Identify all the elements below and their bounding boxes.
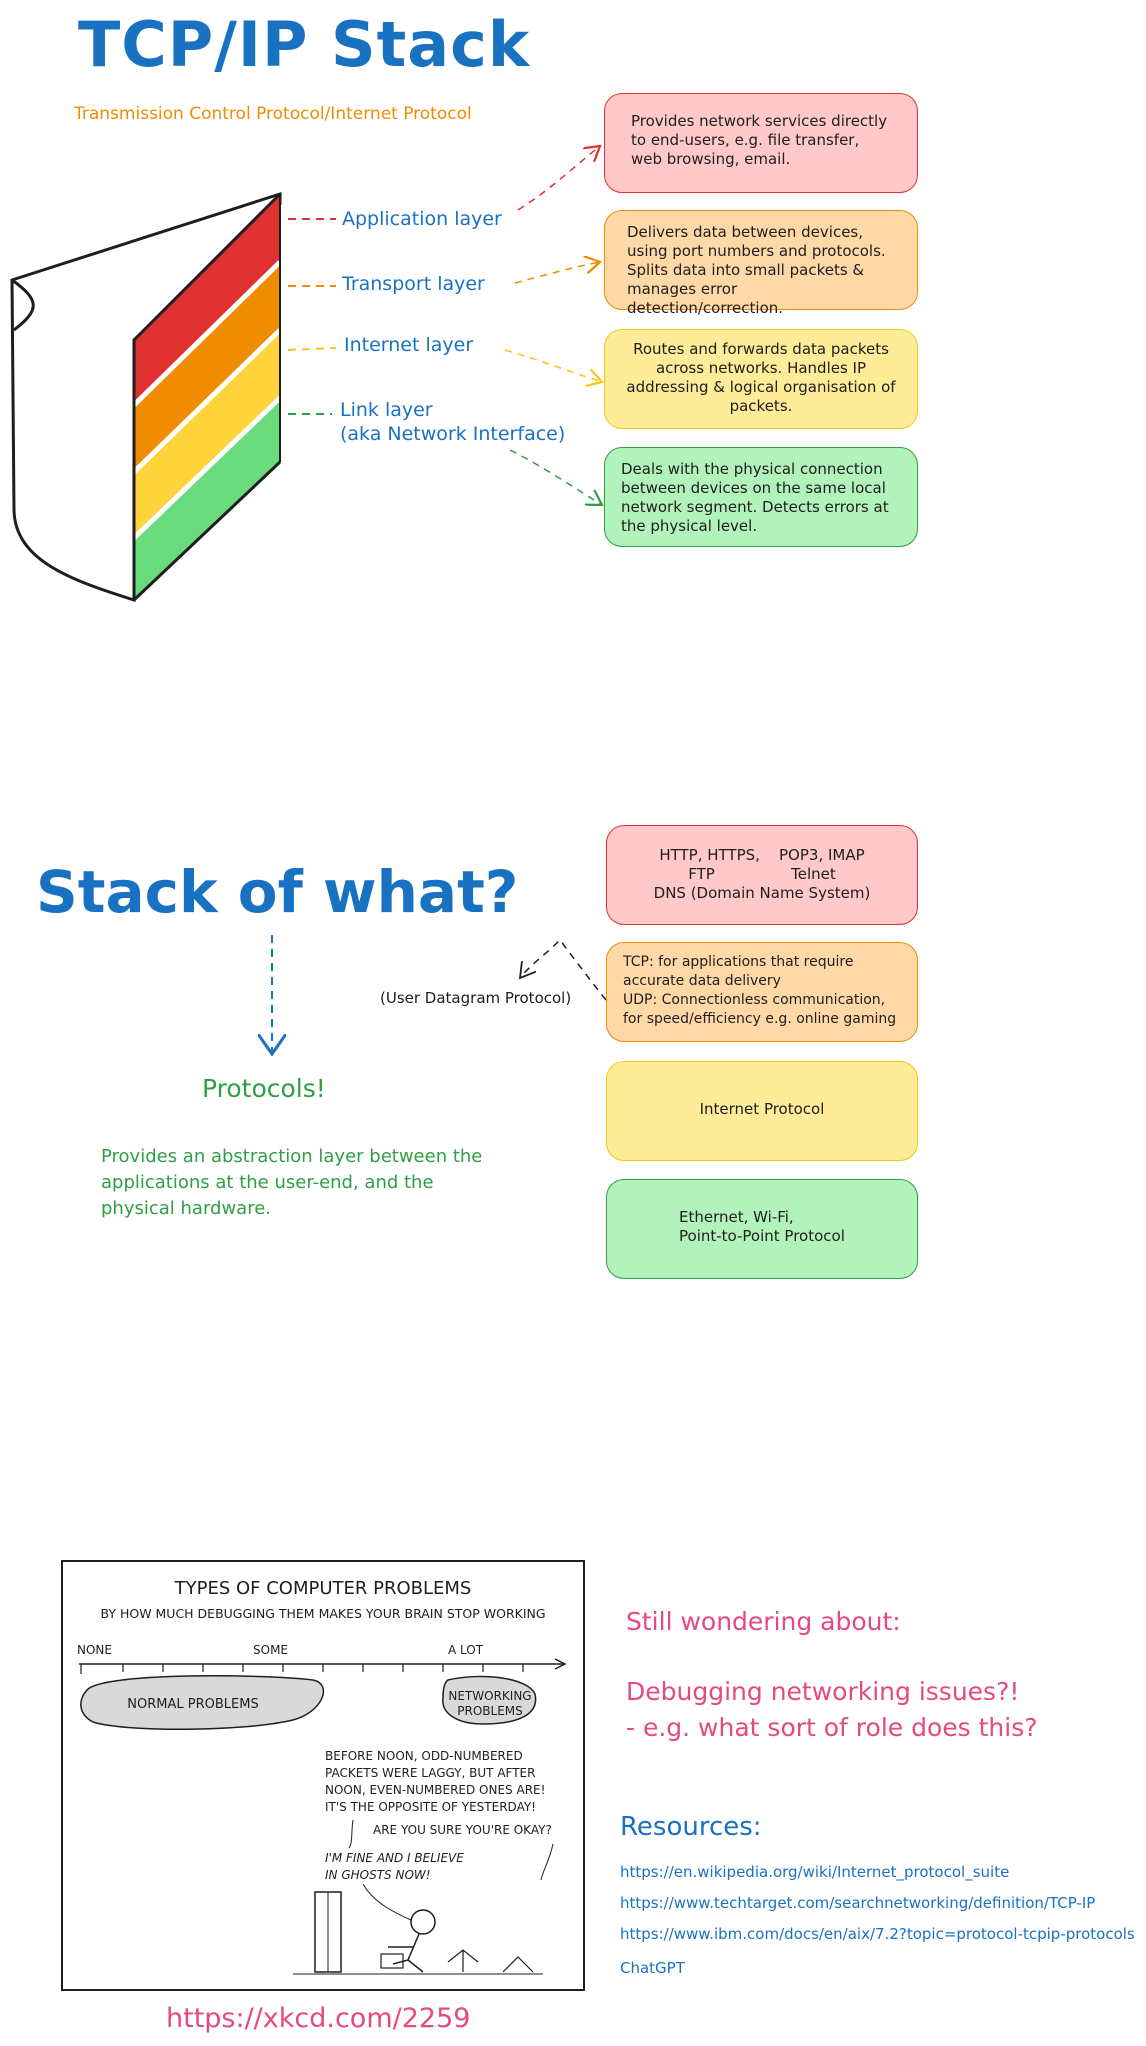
application-layer-desc: Provides network services directly to en… xyxy=(631,112,888,168)
wondering-heading: Still wondering about: xyxy=(626,1607,901,1636)
speech1-line3: NOON, EVEN-NUMBERED ONES ARE! xyxy=(325,1783,545,1797)
resource-link-wikipedia[interactable]: https://en.wikipedia.org/wiki/Internet_p… xyxy=(620,1863,1010,1881)
resource-link-techtarget[interactable]: https://www.techtarget.com/searchnetwork… xyxy=(620,1894,1096,1912)
application-layer-box: Provides network services directly to en… xyxy=(604,93,918,193)
transport-layer-box: Delivers data between devices, using por… xyxy=(604,210,918,317)
transport-protocols-line1: TCP: for applications that require xyxy=(623,954,854,970)
stick-figure-body xyxy=(388,1933,424,1973)
comic-tick-none: NONE xyxy=(77,1643,112,1657)
cake-layer-application xyxy=(134,194,280,405)
link-layer-box: Deals with the physical connection betwe… xyxy=(604,447,918,547)
speech1-line2: PACKETS WERE LAGGY, BUT AFTER xyxy=(325,1766,535,1780)
page-subtitle: Transmission Control Protocol/Internet P… xyxy=(74,104,472,124)
application-protocols-box: HTTP, HTTPS, POP3, IMAP FTP Telnet DNS (… xyxy=(606,825,918,925)
protocols-desc: Provides an abstraction layer between th… xyxy=(101,1146,483,1219)
xkcd-source-link[interactable]: https://xkcd.com/2259 xyxy=(166,2003,471,2034)
resources-heading: Resources: xyxy=(620,1812,762,1842)
wondering-line1: Debugging networking issues?! xyxy=(626,1677,1020,1706)
comic-title: TYPES OF COMPUTER PROBLEMS xyxy=(174,1578,472,1599)
application-protocols-line3: DNS (Domain Name System) xyxy=(653,884,871,902)
stack-cake-illustration xyxy=(10,191,282,603)
resource-link-ibm[interactable]: https://www.ibm.com/docs/en/aix/7.2?topi… xyxy=(620,1925,1135,1943)
layer-connectors xyxy=(287,0,1146,560)
networking-problems-label-1: NETWORKING xyxy=(448,1689,531,1703)
networking-problems-label-2: PROBLEMS xyxy=(457,1704,523,1718)
internet-protocols-box: Internet Protocol xyxy=(606,1061,918,1161)
cake-layer-transport xyxy=(134,262,280,472)
comic-subtitle: BY HOW MUCH DEBUGGING THEM MAKES YOUR BR… xyxy=(100,1606,545,1621)
transport-protocols-line2: accurate data delivery xyxy=(623,973,781,989)
stack-of-what-heading: Stack of what? xyxy=(36,858,519,926)
application-protocols-line1: HTTP, HTTPS, POP3, IMAP xyxy=(659,846,865,864)
normal-problems-blob xyxy=(80,1675,324,1731)
xkcd-comic: TYPES OF COMPUTER PROBLEMS BY HOW MUCH D… xyxy=(61,1560,585,1991)
transport-layer-desc: Delivers data between devices, using por… xyxy=(627,223,886,317)
link-layer-desc: Deals with the physical connection betwe… xyxy=(621,460,889,535)
cake-layer-link xyxy=(134,398,280,600)
internet-protocols-line1: Internet Protocol xyxy=(699,1100,825,1118)
comic-artwork: TYPES OF COMPUTER PROBLEMS BY HOW MUCH D… xyxy=(77,1578,567,1975)
link-protocols-line1: Ethernet, Wi-Fi, xyxy=(679,1208,794,1226)
transport-protocols-box: TCP: for applications that require accur… xyxy=(606,942,918,1042)
link-protocols-line2: Point-to-Point Protocol xyxy=(679,1227,845,1245)
speech1-line4: IT'S THE OPPOSITE OF YESTERDAY! xyxy=(325,1800,536,1814)
transport-protocols-line3: UDP: Connectionless communication, xyxy=(623,992,886,1008)
networking-problems-blob xyxy=(442,1675,537,1725)
protocols-label: Protocols! xyxy=(202,1074,326,1103)
comic-tick-alot: A LOT xyxy=(448,1643,484,1657)
label-application-layer: Application layer xyxy=(342,208,502,230)
speech3-line1: I'M FINE AND I BELIEVE xyxy=(325,1851,464,1865)
transport-protocols-line4: for speed/efficiency e.g. online gaming xyxy=(623,1011,897,1027)
page-title: TCP/IP Stack xyxy=(78,8,531,81)
link-protocols-box: Ethernet, Wi-Fi, Point-to-Point Protocol xyxy=(606,1179,918,1279)
speech3-line2: IN GHOSTS NOW! xyxy=(325,1868,431,1882)
stick-figure-head xyxy=(410,1909,436,1935)
wondering-line2: - e.g. what sort of role does this? xyxy=(626,1713,1038,1742)
application-protocols-line2: FTP Telnet xyxy=(688,865,836,883)
internet-layer-box: Routes and forwards data packets across … xyxy=(604,329,918,429)
normal-problems-label: NORMAL PROBLEMS xyxy=(127,1697,258,1712)
udp-note: (User Datagram Protocol) xyxy=(380,989,572,1007)
label-transport-layer: Transport layer xyxy=(342,273,485,295)
label-internet-layer: Internet layer xyxy=(344,334,474,356)
speech2: ARE YOU SURE YOU'RE OKAY? xyxy=(373,1823,552,1837)
resource-link-chatgpt[interactable]: ChatGPT xyxy=(620,1959,685,1977)
middle-arrows xyxy=(0,935,607,1070)
internet-layer-desc: Routes and forwards data packets across … xyxy=(626,340,896,415)
speech1-line1: BEFORE NOON, ODD-NUMBERED xyxy=(325,1749,523,1763)
label-link-layer: Link layer (aka Network Interface) xyxy=(340,398,565,446)
comic-tick-some: SOME xyxy=(253,1643,288,1657)
label-link-layer-line1: Link layer xyxy=(340,399,433,421)
cake-layer-internet xyxy=(134,330,280,538)
label-link-layer-line2: (aka Network Interface) xyxy=(340,423,566,445)
